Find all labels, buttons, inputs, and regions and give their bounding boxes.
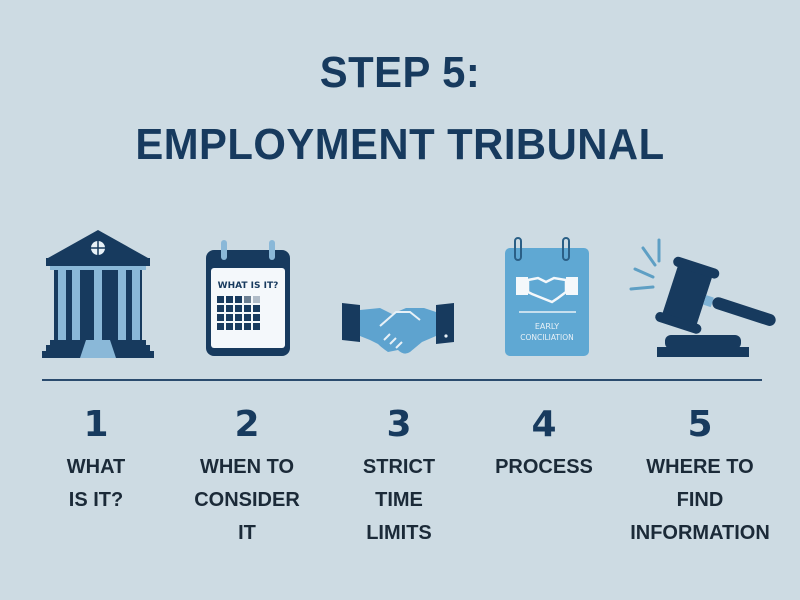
courthouse-icon bbox=[42, 230, 154, 358]
step-label: WHEN TO CONSIDER IT bbox=[194, 456, 300, 544]
handshake-icon bbox=[342, 303, 454, 354]
svg-text:EARLY: EARLY bbox=[535, 322, 559, 331]
step-2: 2 WHEN TO CONSIDER IT bbox=[167, 403, 327, 550]
title-line-1: STEP 5: bbox=[319, 48, 481, 97]
step-5: 5 WHERE TO FIND INFORMATION bbox=[620, 403, 780, 550]
early-conciliation-notepad-icon: EARLY CONCILIATION bbox=[505, 237, 589, 356]
step-label: WHERE TO FIND INFORMATION bbox=[630, 456, 770, 544]
svg-text:WHAT IS IT?: WHAT IS IT? bbox=[218, 281, 279, 291]
gavel-icon bbox=[629, 238, 776, 357]
step-number: 1 bbox=[83, 404, 109, 445]
step-label: STRICT TIME LIMITS bbox=[362, 456, 436, 544]
svg-text:CONCILIATION: CONCILIATION bbox=[520, 333, 573, 342]
step-number: 2 bbox=[234, 404, 260, 445]
title-line-2: EMPLOYMENT TRIBUNAL bbox=[135, 120, 665, 169]
calendar-icon: WHAT IS IT? bbox=[206, 240, 290, 356]
step-1: 1 WHAT IS IT? bbox=[16, 403, 176, 517]
step-3: 3 STRICT TIME LIMITS bbox=[319, 403, 479, 550]
step-label: WHAT IS IT? bbox=[66, 456, 126, 511]
step-number: 4 bbox=[531, 404, 557, 445]
step-number: 3 bbox=[386, 404, 412, 445]
step-label: PROCESS bbox=[495, 456, 593, 478]
divider-line bbox=[42, 379, 762, 381]
step-number: 5 bbox=[687, 404, 713, 445]
step-4: 4 PROCESS bbox=[464, 403, 624, 484]
